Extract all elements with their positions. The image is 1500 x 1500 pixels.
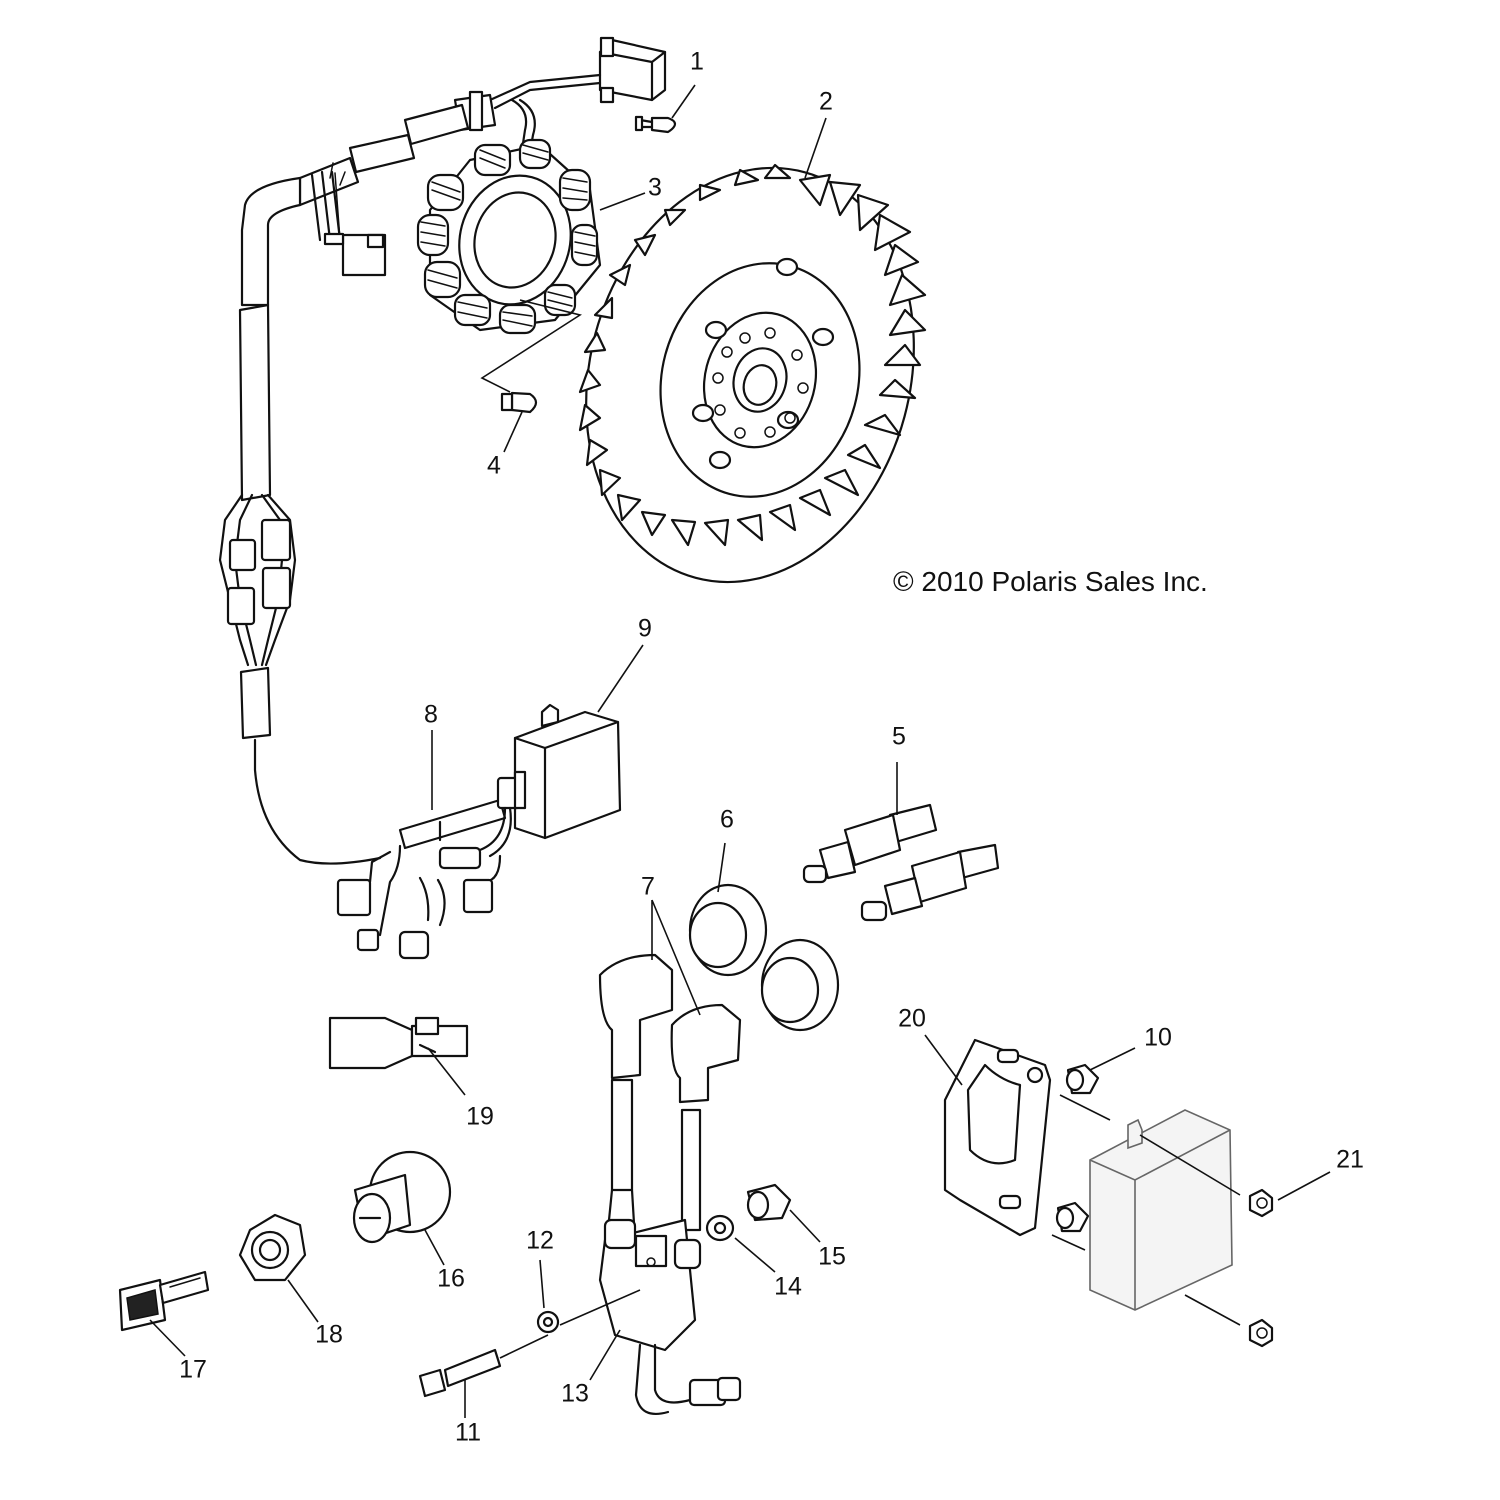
part-2-flywheel xyxy=(578,163,927,584)
leader-19 xyxy=(427,1047,466,1096)
part-10-screws xyxy=(1051,1063,1111,1251)
part-20-mounting-plate xyxy=(943,1038,1052,1237)
callout-13: 13 xyxy=(561,1379,589,1408)
part-18-nut xyxy=(238,1213,307,1282)
part-21-nuts xyxy=(1248,1188,1274,1348)
callout-15: 15 xyxy=(818,1242,846,1271)
leader-12 xyxy=(539,1259,545,1309)
leader-9 xyxy=(597,644,644,713)
callout-11: 11 xyxy=(455,1418,481,1447)
leader-4 xyxy=(503,411,523,453)
leader-18 xyxy=(287,1279,319,1323)
leader-1 xyxy=(671,84,696,119)
callout-6: 6 xyxy=(720,805,734,834)
part-17-key xyxy=(118,1270,210,1332)
leader-3 xyxy=(599,192,646,211)
callout-21: 21 xyxy=(1336,1145,1364,1174)
leader-6 xyxy=(717,842,726,893)
callout-20: 20 xyxy=(898,1004,926,1033)
leader-14 xyxy=(734,1237,776,1273)
wiring-harness xyxy=(218,73,602,865)
callout-18: 18 xyxy=(315,1320,343,1349)
part-8-harness xyxy=(336,770,527,960)
callout-4: 4 xyxy=(487,451,501,480)
part-9-cdi-box xyxy=(513,703,622,840)
callout-12: 12 xyxy=(526,1226,554,1255)
part-6-caps xyxy=(688,883,840,1032)
callout-1: 1 xyxy=(690,47,704,76)
part-12-star-washer xyxy=(536,1310,560,1334)
leader-17 xyxy=(149,1319,186,1357)
leader-10 xyxy=(1089,1047,1136,1071)
callout-5: 5 xyxy=(892,722,906,751)
callout-19: 19 xyxy=(466,1102,494,1131)
part-5-spark-plugs xyxy=(802,803,1000,922)
part-19-connector xyxy=(328,1016,469,1070)
callout-14: 14 xyxy=(774,1272,802,1301)
leader-15 xyxy=(789,1209,821,1243)
callout-16: 16 xyxy=(437,1264,465,1293)
leader-16 xyxy=(424,1229,445,1266)
callout-3: 3 xyxy=(648,173,662,202)
leader-21 xyxy=(1277,1171,1331,1201)
part-3-stator xyxy=(416,138,602,335)
part-1-connector-block xyxy=(598,36,677,134)
callout-7: 7 xyxy=(641,872,655,901)
callout-9: 9 xyxy=(638,614,652,643)
callout-17: 17 xyxy=(179,1355,207,1384)
leader-13 xyxy=(589,1329,621,1381)
callout-2: 2 xyxy=(819,87,833,116)
leader-20 xyxy=(924,1034,963,1086)
part-13-ignition-coil xyxy=(598,1218,742,1416)
leader-2 xyxy=(804,117,827,179)
part-11-bolt xyxy=(418,1289,641,1398)
callout-8: 8 xyxy=(424,700,438,729)
copyright-notice: © 2010 Polaris Sales Inc. xyxy=(893,566,1208,597)
part-4-screw xyxy=(480,299,582,414)
part-15-sleeve xyxy=(746,1183,792,1222)
part-14-spacer xyxy=(705,1214,735,1242)
regulator-box xyxy=(1089,1109,1241,1326)
part-7-plug-boots xyxy=(598,899,742,1242)
part-16-switch xyxy=(352,1150,452,1244)
callout-10: 10 xyxy=(1144,1023,1172,1052)
